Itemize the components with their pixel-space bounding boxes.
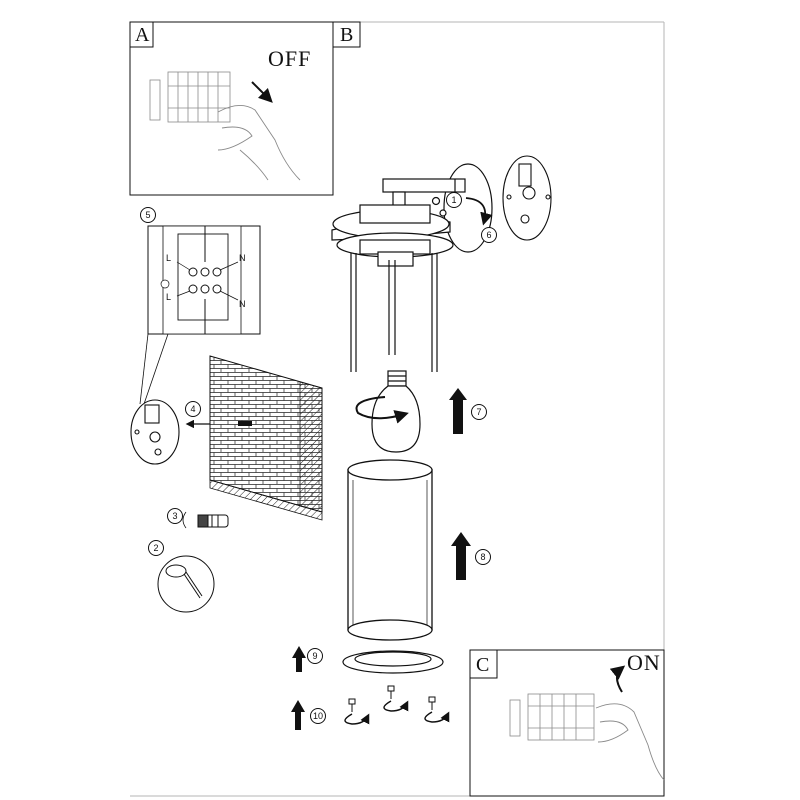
step-7-badge: 7: [471, 404, 487, 420]
wire-label-l-bottom: L: [166, 292, 172, 302]
panel-c-label: C: [476, 654, 490, 676]
step-10-badge: 10: [310, 708, 326, 724]
callout-line-2: [139, 333, 149, 405]
on-arrow: [609, 665, 626, 693]
step-5-badge: 5: [140, 207, 156, 223]
up-arrow-glass: [451, 532, 471, 580]
lamp-head: [331, 204, 454, 372]
step-2-badge: 2: [148, 540, 164, 556]
mounting-plate: [130, 399, 180, 465]
terminal-block-sketch: [149, 71, 231, 123]
panel-c: [469, 649, 665, 797]
drill-detail: [157, 555, 215, 613]
step-4-badge: 4: [185, 401, 201, 417]
step-3-badge: 3: [167, 508, 183, 524]
terminal-block-sketch-c: [509, 693, 595, 741]
step-1-badge: 1: [446, 192, 462, 208]
wire-label-n-bottom: N: [239, 299, 246, 309]
wiring-detail: [147, 225, 261, 335]
off-label: OFF: [268, 46, 312, 71]
wall-plug: [182, 511, 229, 529]
panel-b-label: B: [340, 24, 354, 46]
callout-line: [143, 333, 169, 405]
off-arrow: [251, 81, 273, 103]
step-9-badge: 9: [307, 648, 323, 664]
wall-bracket: [382, 163, 493, 253]
up-arrow-bulb: [449, 388, 467, 434]
glass-cylinder: [347, 459, 433, 641]
screws: [348, 685, 436, 712]
step-6-badge: 6: [481, 227, 497, 243]
hand-sketch: [217, 105, 301, 181]
on-label: ON: [627, 650, 661, 675]
unscrew-arrow: [465, 197, 493, 226]
wire-label-n-top: N: [239, 253, 246, 263]
panel-a: [129, 21, 334, 196]
step-8-badge: 8: [475, 549, 491, 565]
brick-wall: [209, 355, 323, 521]
wire-label-l-top: L: [166, 253, 172, 263]
light-bulb: [371, 370, 421, 453]
rotate-arrow: [355, 396, 409, 424]
panel-a-label: A: [135, 24, 150, 46]
up-arrow-ring: [292, 646, 306, 672]
base-plate: [502, 155, 552, 241]
screw-rotate-arrows: [344, 700, 450, 725]
panel-b-tab: [332, 21, 361, 48]
hand-sketch-c: [595, 703, 665, 781]
up-arrow-screws: [291, 700, 305, 730]
base-ring: [342, 650, 444, 674]
